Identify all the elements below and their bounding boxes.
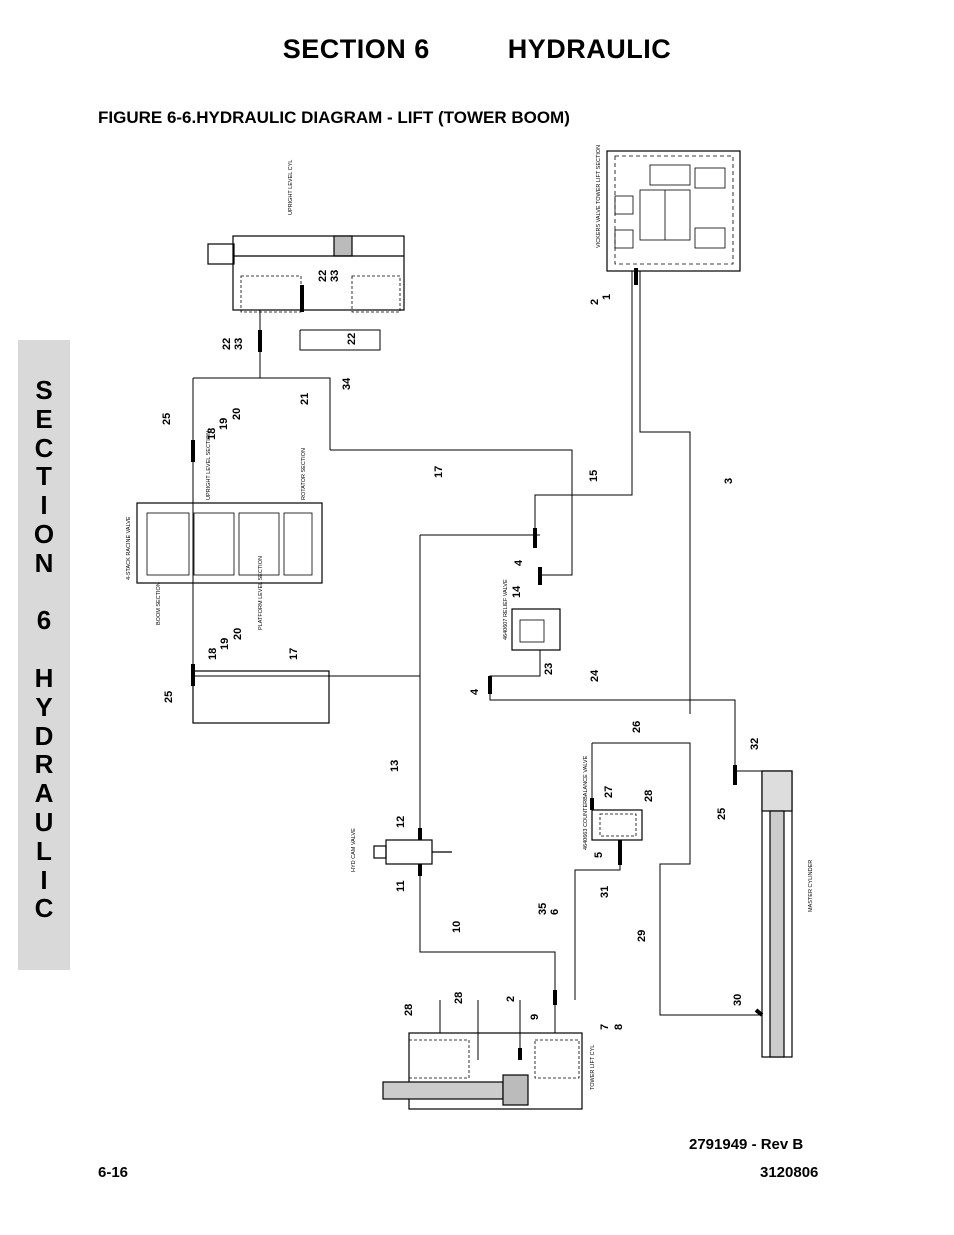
callout: 22 <box>317 270 329 282</box>
section-header: SECTION 6 HYDRAULIC <box>0 34 954 65</box>
side-tab-letter: 6 <box>36 605 52 636</box>
side-tab-letter: U <box>34 806 54 837</box>
callout: 30 <box>732 994 744 1006</box>
revision-label: 2791949 - Rev B <box>689 1136 804 1153</box>
side-tab-letter: L <box>36 835 52 866</box>
callout: 1 <box>601 294 613 300</box>
callout: 6 <box>549 909 561 915</box>
relief-valve-box <box>511 608 561 651</box>
callout: 33 <box>329 270 341 282</box>
vickers-valve-box <box>606 150 741 272</box>
side-tab-letter: R <box>34 749 54 780</box>
callout: 18 <box>206 428 218 440</box>
callout: 27 <box>603 786 615 798</box>
label-tower-lift-cyl: TOWER LIFT CYL <box>590 1045 596 1090</box>
upright-level-cylinder <box>232 235 405 311</box>
side-tab-letter: S <box>35 375 53 405</box>
callout: 25 <box>716 808 728 820</box>
label-relief-valve: 4640607 RELIEF VALVE <box>503 579 509 640</box>
callout: 23 <box>543 663 555 675</box>
side-tab-letter: Y <box>35 691 53 722</box>
callout: 14 <box>511 585 523 598</box>
label-master-cylinder: MASTER CYLINDER <box>808 860 814 912</box>
vickers-valve-inner <box>614 155 734 265</box>
callout: 19 <box>219 638 231 650</box>
callout: 17 <box>288 648 300 660</box>
callout: 22 <box>346 333 358 345</box>
figure-title: FIGURE 6-6.HYDRAULIC DIAGRAM - LIFT (TOW… <box>98 108 570 127</box>
callout: 28 <box>643 790 655 802</box>
document-number: 3120806 <box>760 1164 819 1181</box>
counterbalance-valve-box <box>591 809 643 841</box>
callout: 4 <box>469 688 481 695</box>
label-upright-level-cyl: UPRIGHT LEVEL CYL <box>288 160 294 215</box>
callout: 11 <box>395 880 407 892</box>
label-boom-section: BOOM SECTION <box>156 582 162 625</box>
label-counterbalance-valve: 4640663 COUNTERBALANCE VALVE <box>583 755 589 850</box>
label-rotator-section: ROTATOR SECTION <box>301 448 307 500</box>
callout: 20 <box>232 628 244 640</box>
label-cam-valve: HYD CAM VALVE <box>351 828 357 872</box>
side-tab-letter: H <box>34 662 54 693</box>
side-tab-letter: C <box>34 893 54 924</box>
callout: 21 <box>299 393 311 405</box>
side-tab-letter: O <box>33 518 55 549</box>
callout: 15 <box>588 470 600 482</box>
label-upright-level-section: UPRIGHT LEVEL SECTION <box>206 431 212 500</box>
callout: 10 <box>451 921 463 933</box>
side-tab-letter: A <box>34 778 54 809</box>
callout: 3 <box>723 478 735 484</box>
callout: 7 <box>599 1024 611 1030</box>
side-tab-letter: I <box>40 490 48 521</box>
racine-valve-box <box>136 502 323 584</box>
cam-valve-box <box>385 839 433 865</box>
callout: 34 <box>341 377 353 390</box>
callout: 18 <box>207 648 219 660</box>
callout: 25 <box>161 413 173 425</box>
callout: 25 <box>163 691 175 703</box>
page-number: 6-16 <box>98 1164 129 1181</box>
callout: 4 <box>513 559 525 566</box>
callout: 2 <box>589 299 601 305</box>
callout: 29 <box>636 930 648 942</box>
callout: 17 <box>433 466 445 478</box>
callout: 13 <box>389 760 401 772</box>
side-tab-letter: D <box>34 720 54 751</box>
callout: 5 <box>593 852 605 858</box>
label-platform-level-section: PLATFORM LEVEL SECTION <box>258 556 264 630</box>
callout: 35 <box>537 903 549 915</box>
callout: 8 <box>613 1024 625 1030</box>
callout: 19 <box>218 418 230 430</box>
callout: 31 <box>599 886 611 898</box>
callout: 20 <box>231 408 243 420</box>
callout: 12 <box>395 816 407 828</box>
callout: 24 <box>589 669 601 682</box>
callout: 9 <box>529 1014 541 1020</box>
side-tab-letter: N <box>34 547 54 578</box>
side-tab-letter: E <box>35 403 53 434</box>
callout: 22 <box>221 338 233 350</box>
callout: 26 <box>631 721 643 733</box>
side-tab-letter: C <box>34 432 54 463</box>
label-vickers-valve: VICKERS VALVE TOWER LIFT SECTION <box>596 145 602 248</box>
side-tab-letter: T <box>36 461 52 492</box>
section-label: SECTION 6 <box>282 34 430 64</box>
section-title: HYDRAULIC <box>507 34 672 64</box>
label-racine-valve: 4-STACK RACINE VALVE <box>126 516 132 580</box>
callout: 33 <box>233 338 245 350</box>
callout: 28 <box>453 992 465 1004</box>
callout: 28 <box>403 1004 415 1016</box>
callout: 2 <box>505 996 517 1002</box>
callout: 32 <box>749 738 761 750</box>
side-tab-letter: I <box>40 864 48 895</box>
